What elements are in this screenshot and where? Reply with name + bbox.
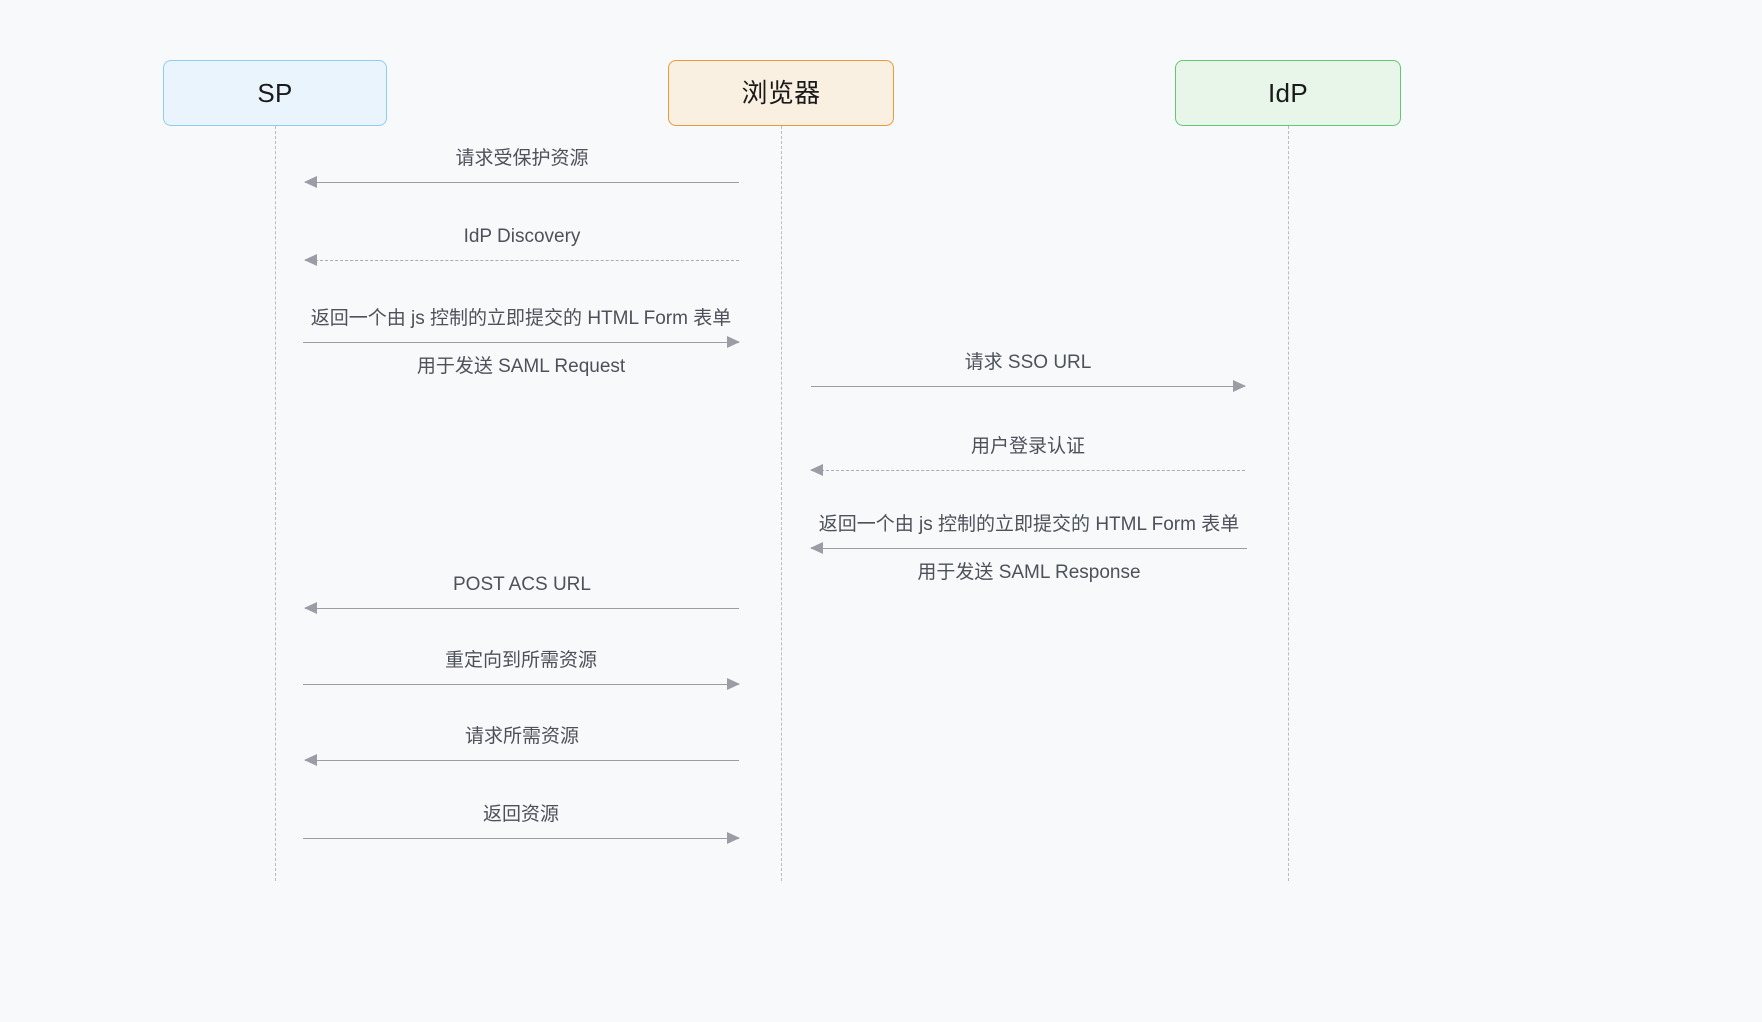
message-line-1: [305, 182, 739, 183]
arrowhead-left-icon: [810, 542, 823, 554]
message-sublabel-6: 用于发送 SAML Response: [917, 562, 1141, 583]
arrowhead-left-icon: [304, 176, 317, 188]
message-line-2: [305, 260, 739, 261]
message-sublabel-3: 用于发送 SAML Request: [416, 356, 626, 377]
participant-browser-label: 浏览器: [741, 78, 821, 108]
message-label-8: 重定向到所需资源: [444, 650, 597, 672]
participant-sp[interactable]: SP: [163, 60, 387, 126]
participant-sp-label: SP: [257, 78, 293, 108]
message-label-9: 请求所需资源: [464, 726, 579, 748]
message-line-10: [303, 838, 739, 839]
lifeline-sp: [275, 126, 276, 881]
arrowhead-left-icon: [304, 602, 317, 614]
message-label-10: 返回资源: [482, 804, 559, 826]
arrowhead-left-icon: [304, 254, 317, 266]
message-label-6: 返回一个由 js 控制的立即提交的 HTML Form 表单: [818, 514, 1240, 536]
message-line-7: [305, 608, 739, 609]
lifeline-idp: [1288, 126, 1289, 881]
message-label-2: IdP Discovery: [463, 226, 581, 248]
message-label-3: 返回一个由 js 控制的立即提交的 HTML Form 表单: [310, 308, 732, 330]
arrowhead-left-icon: [304, 754, 317, 766]
participant-browser[interactable]: 浏览器: [668, 60, 894, 126]
message-label-7: POST ACS URL: [453, 574, 591, 596]
arrowhead-right-icon: [727, 678, 740, 690]
message-line-9: [305, 760, 739, 761]
participant-idp-label: IdP: [1268, 78, 1308, 108]
message-label-4: 请求 SSO URL: [964, 352, 1092, 374]
message-line-6: [811, 548, 1247, 549]
message-line-8: [303, 684, 739, 685]
lifeline-browser: [781, 126, 782, 881]
message-label-1: 请求受保护资源: [455, 148, 589, 170]
message-line-3: [303, 342, 739, 343]
message-label-5: 用户登录认证: [970, 436, 1085, 458]
participant-idp[interactable]: IdP: [1175, 60, 1401, 126]
arrowhead-right-icon: [727, 832, 740, 844]
message-line-5: [811, 470, 1245, 471]
arrowhead-right-icon: [727, 336, 740, 348]
arrowhead-right-icon: [1233, 380, 1246, 392]
arrowhead-left-icon: [810, 464, 823, 476]
message-line-4: [811, 386, 1245, 387]
